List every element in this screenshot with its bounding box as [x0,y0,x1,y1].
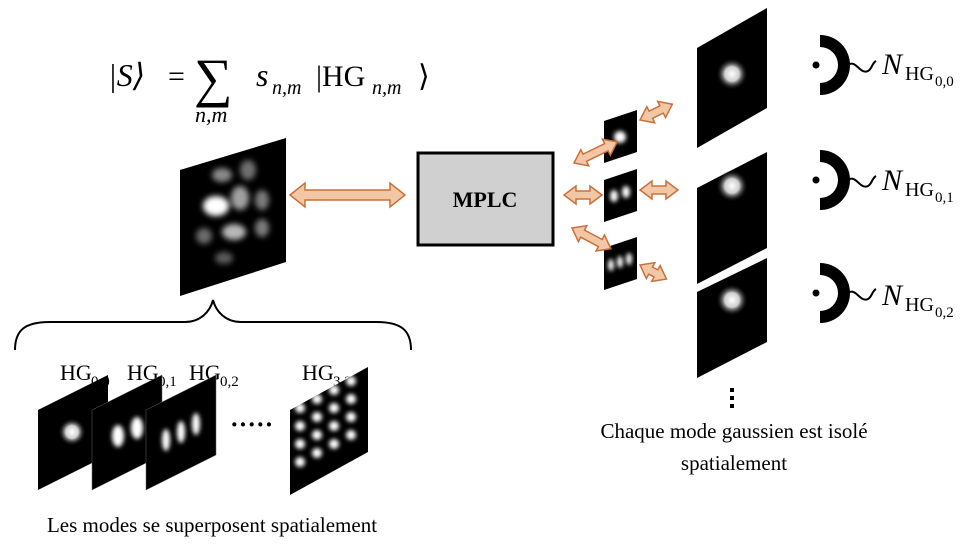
horizontal-ellipsis: ····· [230,410,273,439]
equation-ket-sub: n,m [372,77,401,99]
equation-equals: = [168,60,185,93]
detector-n: N [881,279,904,312]
arrow-hg00-to-output [638,100,674,124]
output-panel-hg02 [697,258,767,378]
equation-sigma: ∑ [194,48,233,108]
detector-hg01-icon [812,150,877,210]
hg33-lobe [329,421,339,431]
mode-sub: 0,1 [158,374,177,390]
hg33-lobe [346,394,356,404]
hg33-lobe [346,430,356,440]
detector-hg00-icon [812,35,877,95]
detectors [812,35,877,323]
mode-panel-hg33 [290,367,368,495]
superposed-field-panel [180,138,286,296]
arrow-hg01-to-output [638,179,680,201]
detector-base: HG [905,294,934,316]
equation-ket-close: ⟩ [418,60,430,93]
caption-right: Chaque mode gaussien est isolé spatialem… [600,419,867,475]
hg33-lobe [312,412,322,422]
detector-labels: N HG 0,0 N HG 0,1 N HG 0,2 [881,48,954,321]
arrow-hg02-to-output [638,261,668,283]
mode-label-hg01: HG 0,1 [127,360,177,390]
curly-brace [14,299,412,351]
equation-coef-sub: n,m [272,77,301,99]
equation-coef: s [256,57,268,93]
equation-ket-open: |HG [316,60,365,93]
mode-panel-hg02 [145,374,217,491]
mode-panels: ····· [38,367,368,495]
output-panel-hg00 [697,8,767,148]
arrow-mplc-to-hg01 [562,184,604,206]
small-panel-hg00 [604,110,637,163]
small-panel-hg01 [604,169,637,222]
detector-base: HG [905,63,934,85]
output-panel-hg01 [697,152,767,284]
hg33-lobe [295,439,305,449]
detector-sub: 0,0 [935,74,954,90]
double-arrow-panel-mplc [288,181,407,209]
equation-lhs: |S⟩ [108,57,145,93]
detector-label-hg02: N HG 0,2 [881,279,954,321]
hg33-lobe [295,403,305,413]
detector-base: HG [905,179,934,201]
hg33-lobe [312,448,322,458]
hg33-lobe [312,394,322,404]
vertical-ellipsis [730,388,734,408]
hg33-lobes [295,376,356,467]
mode-base: HG [60,360,92,385]
hg33-lobe [346,376,356,386]
hg33-lobe [329,439,339,449]
equation-sum-index: n,m [195,102,227,127]
output-panels [697,8,767,408]
hg33-lobe [346,412,356,422]
detector-sub: 0,2 [935,305,954,321]
detector-label-hg01: N HG 0,1 [881,164,954,206]
hg33-lobe [295,457,305,467]
arrow-mplc-to-hg02 [570,224,612,252]
caption-right-line2: spatialement [681,451,787,475]
superposition-equation: |S⟩ = ∑ n,m s n,m |HG n,m ⟩ [108,48,430,127]
detector-n: N [881,164,904,197]
fanout-arrows [562,100,680,283]
mplc-label: MPLC [453,187,518,212]
detector-sub: 0,1 [935,190,954,206]
detector-hg02-icon [812,263,877,323]
mode-sub: 0,2 [220,374,239,390]
small-mode-panels [604,110,637,290]
detector-label-hg00: N HG 0,0 [881,48,954,90]
small-panel-hg02 [604,237,637,290]
mode-panel-hg00 [38,375,108,490]
mode-base: HG [302,360,334,385]
arrow-mplc-to-hg00 [572,138,619,167]
mode-panel-hg01 [91,374,163,491]
hg33-lobe [312,430,322,440]
detector-n: N [881,48,904,81]
hg33-lobe [329,403,339,413]
mplc-box: MPLC [416,151,555,247]
hg33-lobe [329,385,339,395]
caption-right-line1: Chaque mode gaussien est isolé [600,419,867,443]
hg33-lobe [295,421,305,431]
caption-left: Les modes se superposent spatialement [47,513,377,537]
